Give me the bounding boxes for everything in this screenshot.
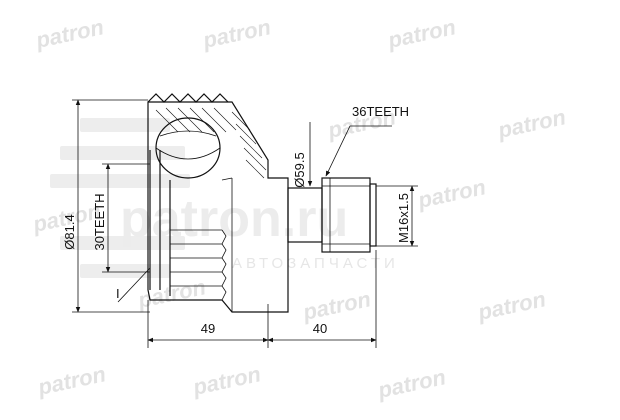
watermark-brand: patron (300, 286, 373, 325)
outer-spline-label: 36TEETH (352, 104, 409, 119)
watermark-tagline: АВТОЗАПЧАСТИ (232, 255, 399, 272)
inner-spline-label: 30TEETH (92, 193, 107, 250)
watermark-brand: patron (200, 14, 273, 53)
thread-label: M16x1.5 (396, 193, 411, 243)
watermark-brand: patron (375, 364, 448, 403)
shaft-length-label: 40 (313, 321, 327, 336)
watermark-brand: patron (135, 274, 208, 313)
outer-diameter-label: Ø81.4 (62, 214, 77, 249)
marker-label: I (116, 286, 120, 301)
watermark-brand: patron (385, 14, 458, 53)
watermark-layer: patron patron patron patron patron patro… (30, 14, 568, 403)
watermark-site: patron.ru (120, 190, 348, 248)
watermark-brand: patron (495, 104, 568, 143)
watermark-brand: patron (475, 286, 548, 325)
watermark-brand: patron (35, 361, 108, 400)
watermark-brand: patron (415, 174, 488, 213)
dimension-lines (72, 99, 418, 348)
seal-diameter-label: Ø59.5 (292, 152, 307, 187)
body-length-label: 49 (201, 321, 215, 336)
joint-housing (147, 93, 289, 313)
dimension-labels: Ø81.4 30TEETH Ø59.5 36TEETH M16x1.5 49 4… (62, 104, 411, 336)
watermark-brand: patron (190, 361, 263, 400)
stub-shaft (287, 177, 377, 253)
hatched-region (155, 107, 267, 179)
watermark-brand: patron (33, 14, 106, 53)
